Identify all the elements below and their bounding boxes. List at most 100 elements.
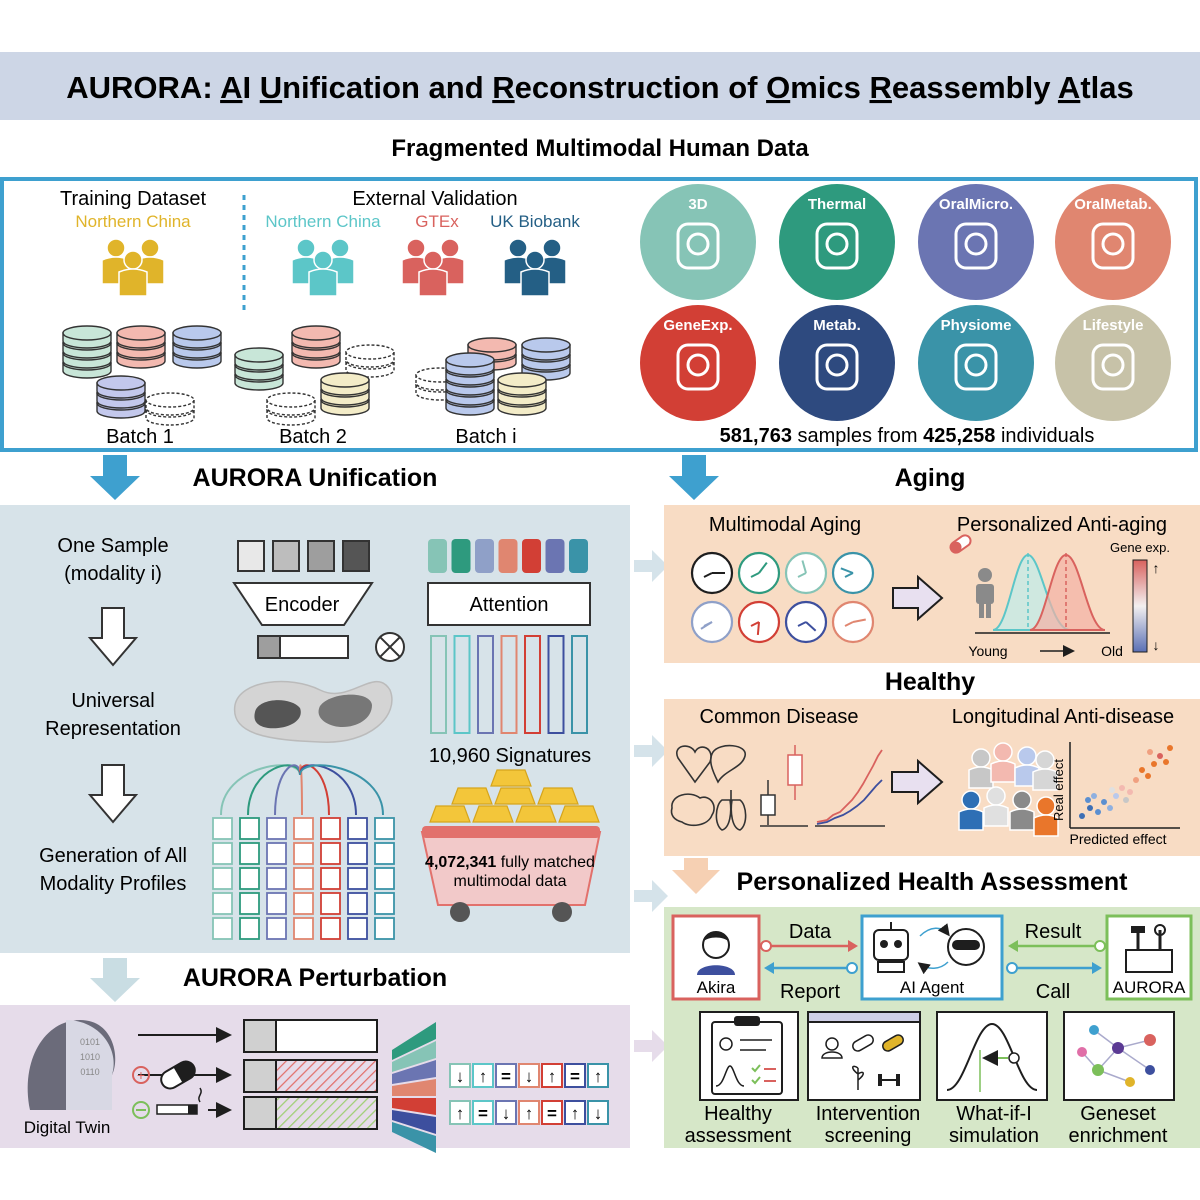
encoder-label: Encoder <box>265 594 340 616</box>
brain-icon <box>670 793 715 827</box>
profile-bar-smoking <box>243 1096 378 1130</box>
gold-bars-icon <box>429 769 600 823</box>
modality-7-icon: Physiome <box>918 305 1034 421</box>
tensor-product-icon <box>375 632 405 662</box>
digital-twin-icon: 0101 1010 0110 <box>27 1020 116 1110</box>
modality-6-icon: Metab. <box>779 305 895 421</box>
step-modality-i: (modality i) <box>64 563 162 585</box>
aging-heading: Aging <box>895 464 966 492</box>
signatures-label: 10,960 Signatures <box>429 745 591 767</box>
step-generation: Generation of All <box>39 845 187 867</box>
plus-glyph: + <box>137 1067 145 1083</box>
title-bar <box>0 52 1200 120</box>
batch-1-label: Batch 1 <box>106 426 174 448</box>
down-arrow-left <box>90 455 140 500</box>
attention-tokens <box>428 539 588 573</box>
decoder-fan <box>392 1022 436 1153</box>
database-icon <box>116 325 166 369</box>
call-label: Call <box>1036 981 1070 1003</box>
batch-i-label: Batch i <box>455 426 516 448</box>
effect-scatter-plot <box>1069 742 1180 829</box>
connector-arrow-healthy <box>634 735 668 767</box>
pill-icon <box>160 1060 196 1090</box>
database-icon <box>291 325 341 369</box>
empty-database-icon <box>145 392 195 426</box>
encoder-block <box>232 582 374 626</box>
database-icon <box>234 347 284 391</box>
aging-arrow <box>892 574 944 622</box>
healthy-heading: Healthy <box>885 668 975 696</box>
result-arrow <box>1008 940 1106 952</box>
modality-label: 3D <box>688 196 707 213</box>
modality-label: Lifestyle <box>1083 317 1144 334</box>
modality-circles: 3D Thermal OralMicro. OralMetab. GeneExp. Met… <box>640 184 1171 421</box>
call-arrow <box>1006 962 1102 974</box>
aurora-tool-label: AURORA <box>1113 978 1186 997</box>
signature-change-glyph: ↑ <box>479 1067 488 1086</box>
what-if-simulation-tile <box>936 1011 1048 1101</box>
what-if-simulation-label-2: simulation <box>949 1125 1039 1147</box>
geneset-enrichment-tile <box>1063 1011 1175 1101</box>
data-label: Data <box>789 921 832 943</box>
agent-label: AI Agent <box>900 978 965 997</box>
database-icon <box>96 375 146 419</box>
training-label: Training Dataset <box>60 188 206 210</box>
modality-label: OralMetab. <box>1074 196 1152 213</box>
modality-5-icon: GeneExp. <box>640 305 756 421</box>
healthy-assessment-label-1: Healthy <box>704 1103 772 1125</box>
boxplot-icon <box>760 745 808 827</box>
signature-change-glyph: ↑ <box>594 1067 603 1086</box>
intervention-screening-tile <box>807 1011 921 1101</box>
signature-change-glyph: ↑ <box>571 1104 580 1123</box>
empty-database-icon <box>345 344 395 378</box>
step-arrow-1 <box>87 607 139 667</box>
signature-change-glyph: ↑ <box>456 1104 465 1123</box>
signature-change-glyph: ↓ <box>456 1067 465 1086</box>
plus-icon: + <box>132 1066 150 1084</box>
real-effect-label: Real effect <box>1051 759 1066 821</box>
database-icon <box>497 372 547 416</box>
step-representation: Representation <box>45 718 181 740</box>
down-arrow-icon: ↓ <box>1153 637 1160 653</box>
modality-label: OralMicro. <box>939 196 1013 213</box>
signature-change-glyph: ↑ <box>548 1067 557 1086</box>
down-arrow-perturbation <box>90 958 140 1002</box>
people-crowd-icon <box>958 742 1059 837</box>
attention-columns <box>430 635 588 734</box>
signature-change-glyph: ↓ <box>502 1104 511 1123</box>
down-arrow-assessment <box>672 858 720 894</box>
report-arrow <box>764 962 858 974</box>
down-arrow-right <box>669 455 719 500</box>
intervention-screening-label-1: Intervention <box>816 1103 921 1125</box>
signature-change-glyph: = <box>547 1104 557 1123</box>
input-tokens <box>237 540 370 572</box>
intervention-screening-label-2: screening <box>825 1125 912 1147</box>
profile-bar-baseline <box>243 1019 378 1053</box>
minus-icon <box>132 1101 150 1119</box>
modality-8-icon: Lifestyle <box>1055 305 1171 421</box>
modality-label: GeneExp. <box>663 317 732 334</box>
matched-text-1: 4,072,341 fully matched <box>425 854 595 871</box>
liver-icon <box>710 744 746 784</box>
modality-3-icon: OralMicro. <box>918 184 1034 300</box>
binary-pattern-glyph: 1010 <box>80 1052 100 1062</box>
modality-2-icon: Thermal <box>779 184 895 300</box>
step-universal: Universal <box>71 690 154 712</box>
cigarette-icon <box>156 1087 202 1115</box>
step-arrow-2 <box>87 764 139 824</box>
signature-change-glyph: ↓ <box>525 1067 534 1086</box>
gene-exp-label: Gene exp. <box>1110 540 1170 555</box>
assessment-heading: Personalized Health Assessment <box>737 868 1129 896</box>
matched-text-2: multimodal data <box>454 873 567 890</box>
database-icon <box>172 325 222 369</box>
multimodal-aging-label: Multimodal Aging <box>709 514 861 536</box>
database-icon <box>320 372 370 416</box>
modality-profile-grid <box>212 817 395 940</box>
signature-change-rows: ↓↑=↓↑=↑↑=↓↑=↑↓ <box>449 1063 609 1125</box>
healthy-assessment-label-2: assessment <box>685 1125 792 1147</box>
lungs-icon <box>715 790 747 831</box>
training-region: Northern China <box>75 212 191 231</box>
empty-database-icon <box>266 392 316 426</box>
healthy-arrow <box>891 758 944 806</box>
